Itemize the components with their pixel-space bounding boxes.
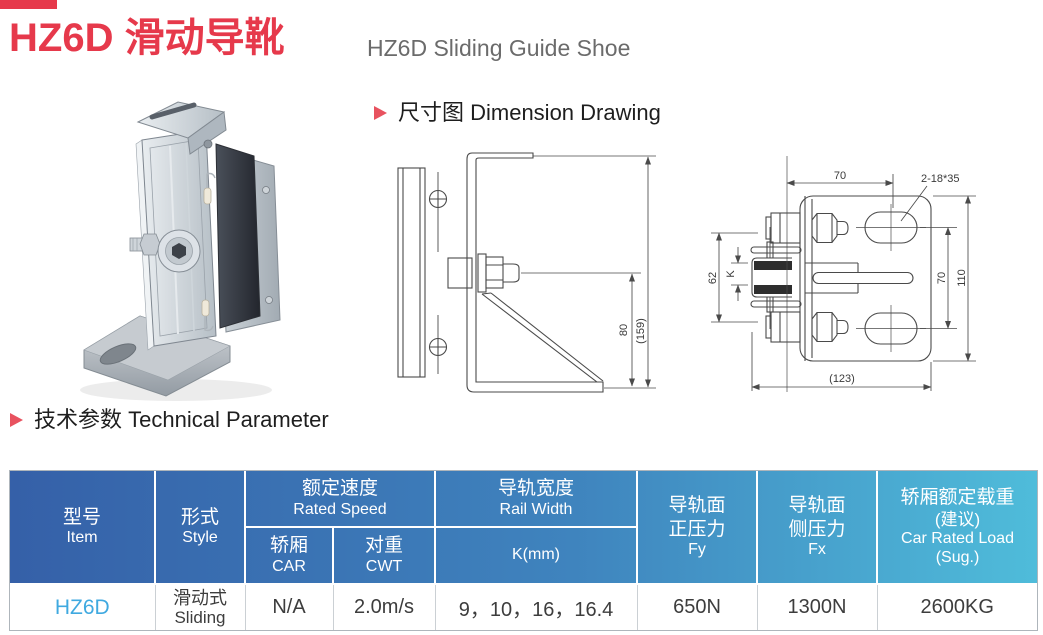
- side-screw-top: [428, 189, 448, 209]
- cell-fx: 1300N: [756, 583, 878, 630]
- col-header-fx-zh2: 侧压力: [788, 518, 846, 540]
- side-gusset-brace: [481, 292, 604, 383]
- col-header-rail-width-zh: 导轨宽度: [497, 478, 574, 500]
- col-header-k-mm-label: K(mm): [512, 546, 560, 564]
- cell-car-speed: N/A: [244, 583, 334, 630]
- dim-label-62: 62: [707, 272, 719, 284]
- top-view-drawing: 70 2-18*35 62 K 70 110 (123): [707, 156, 976, 392]
- product-center-bolt: [129, 229, 201, 273]
- top-view-dimensions: [711, 174, 976, 391]
- col-header-cwt-en: CWT: [365, 557, 403, 575]
- section-heading-technical: 技术参数 Technical Parameter: [10, 407, 329, 433]
- top-bolt-row-1: [765, 212, 849, 244]
- col-header-item-zh: 型号: [62, 506, 101, 528]
- col-header-rated-speed-en: Rated Speed: [293, 500, 387, 518]
- col-header-cwt: 对重 CWT: [332, 526, 436, 585]
- cell-item: HZ6D: [10, 583, 156, 630]
- cell-style-zh: 滑动式: [173, 587, 227, 608]
- cell-style-en: Sliding: [174, 608, 226, 628]
- col-header-rail-width-en: Rail Width: [499, 500, 573, 518]
- dim-label-k: K: [725, 270, 737, 278]
- col-header-fy-zh2: 正压力: [668, 518, 726, 540]
- top-view-geometry: [750, 156, 932, 392]
- dim-label-80: 80: [618, 324, 630, 336]
- col-header-fy-en: Fy: [688, 540, 706, 558]
- product-clip-pins: [201, 172, 216, 332]
- top-bolt-row-2: [765, 311, 849, 343]
- side-view-geometry: [397, 152, 604, 393]
- dim-label-70-top: 70: [834, 170, 846, 182]
- product-top-bracket: [136, 101, 227, 155]
- dimension-section-label: 尺寸图 Dimension Drawing: [398, 100, 661, 125]
- triangle-bullet-icon: [374, 106, 387, 121]
- cell-cwt-speed: 2.0m/s: [332, 583, 436, 630]
- col-header-load-zh1: 轿厢额定载重: [900, 487, 1015, 509]
- section-heading-dimension: 尺寸图 Dimension Drawing: [374, 100, 661, 126]
- page-title: HZ6D 滑动导靴: [9, 16, 285, 60]
- col-header-style-zh: 形式: [180, 506, 219, 528]
- col-header-car-en: CAR: [272, 557, 306, 575]
- side-l-bracket: [466, 152, 604, 393]
- col-header-car: 轿厢 CAR: [244, 526, 334, 585]
- col-header-fx-en: Fx: [808, 540, 826, 558]
- col-header-rated-load: 轿厢额定载重 (建议) Car Rated Load (Sug.): [876, 471, 1037, 585]
- triangle-bullet-icon: [10, 413, 23, 428]
- top-base-plate: [799, 195, 932, 362]
- col-header-fy: 导轨面 正压力 Fy: [636, 471, 758, 585]
- dim-label-110: 110: [956, 269, 968, 287]
- parameter-table: 型号 Item 形式 Style 额定速度 Rated Speed 导轨宽度 R…: [10, 471, 1037, 630]
- col-header-fx: 导轨面 侧压力 Fx: [756, 471, 878, 585]
- cell-load: 2600KG: [876, 583, 1037, 630]
- technical-parameter-table: 型号 Item 形式 Style 额定速度 Rated Speed 导轨宽度 R…: [9, 470, 1038, 631]
- product-photo: [80, 101, 281, 401]
- dim-label-70-right: 70: [936, 272, 948, 284]
- col-header-style-en: Style: [182, 529, 218, 547]
- col-header-fx-zh1: 导轨面: [788, 495, 846, 517]
- top-guide-channel: [751, 257, 792, 298]
- col-header-rail-width: 导轨宽度 Rail Width: [434, 471, 638, 528]
- col-header-cwt-zh: 对重: [364, 535, 403, 557]
- side-bolt-assembly: [447, 253, 520, 293]
- side-screw-bottom: [428, 337, 448, 357]
- side-view-drawing: 80 (159): [397, 152, 656, 393]
- slot-crosshairs: [856, 204, 926, 352]
- cell-style: 滑动式 Sliding: [154, 583, 246, 630]
- side-mounting-plate: [397, 167, 426, 378]
- col-header-rated-speed: 额定速度 Rated Speed: [244, 471, 436, 528]
- col-header-k-mm: K(mm): [434, 526, 638, 585]
- col-header-load-zh2: (建议): [934, 509, 981, 529]
- cell-k-values: 9，10，16，16.4: [434, 583, 638, 630]
- col-header-rated-speed-zh: 额定速度: [301, 478, 378, 500]
- side-view-dimensions: [521, 155, 656, 389]
- dim-label-159: (159): [635, 318, 647, 344]
- col-header-car-zh: 轿厢: [269, 535, 308, 557]
- col-header-style: 形式 Style: [154, 471, 246, 585]
- technical-section-label: 技术参数 Technical Parameter: [34, 407, 329, 432]
- col-header-load-en1: Car Rated Load: [901, 529, 1014, 547]
- top-rail-cutout: [805, 262, 914, 294]
- page-subtitle: HZ6D Sliding Guide Shoe: [367, 35, 631, 61]
- col-header-item-en: Item: [66, 529, 98, 547]
- red-accent-bar: [0, 0, 57, 9]
- col-header-fy-zh1: 导轨面: [668, 495, 726, 517]
- cell-fy: 650N: [636, 583, 758, 630]
- col-header-item: 型号 Item: [10, 471, 156, 585]
- col-header-load-en2: (Sug.): [935, 548, 980, 566]
- dim-label-slots: 2-18*35: [921, 173, 960, 185]
- product-rubber-liner: [215, 143, 261, 329]
- dim-label-123: (123): [829, 373, 855, 385]
- table-row: HZ6D 滑动式 Sliding N/A 2.0m/s 9，10，16，16.4…: [10, 583, 1037, 630]
